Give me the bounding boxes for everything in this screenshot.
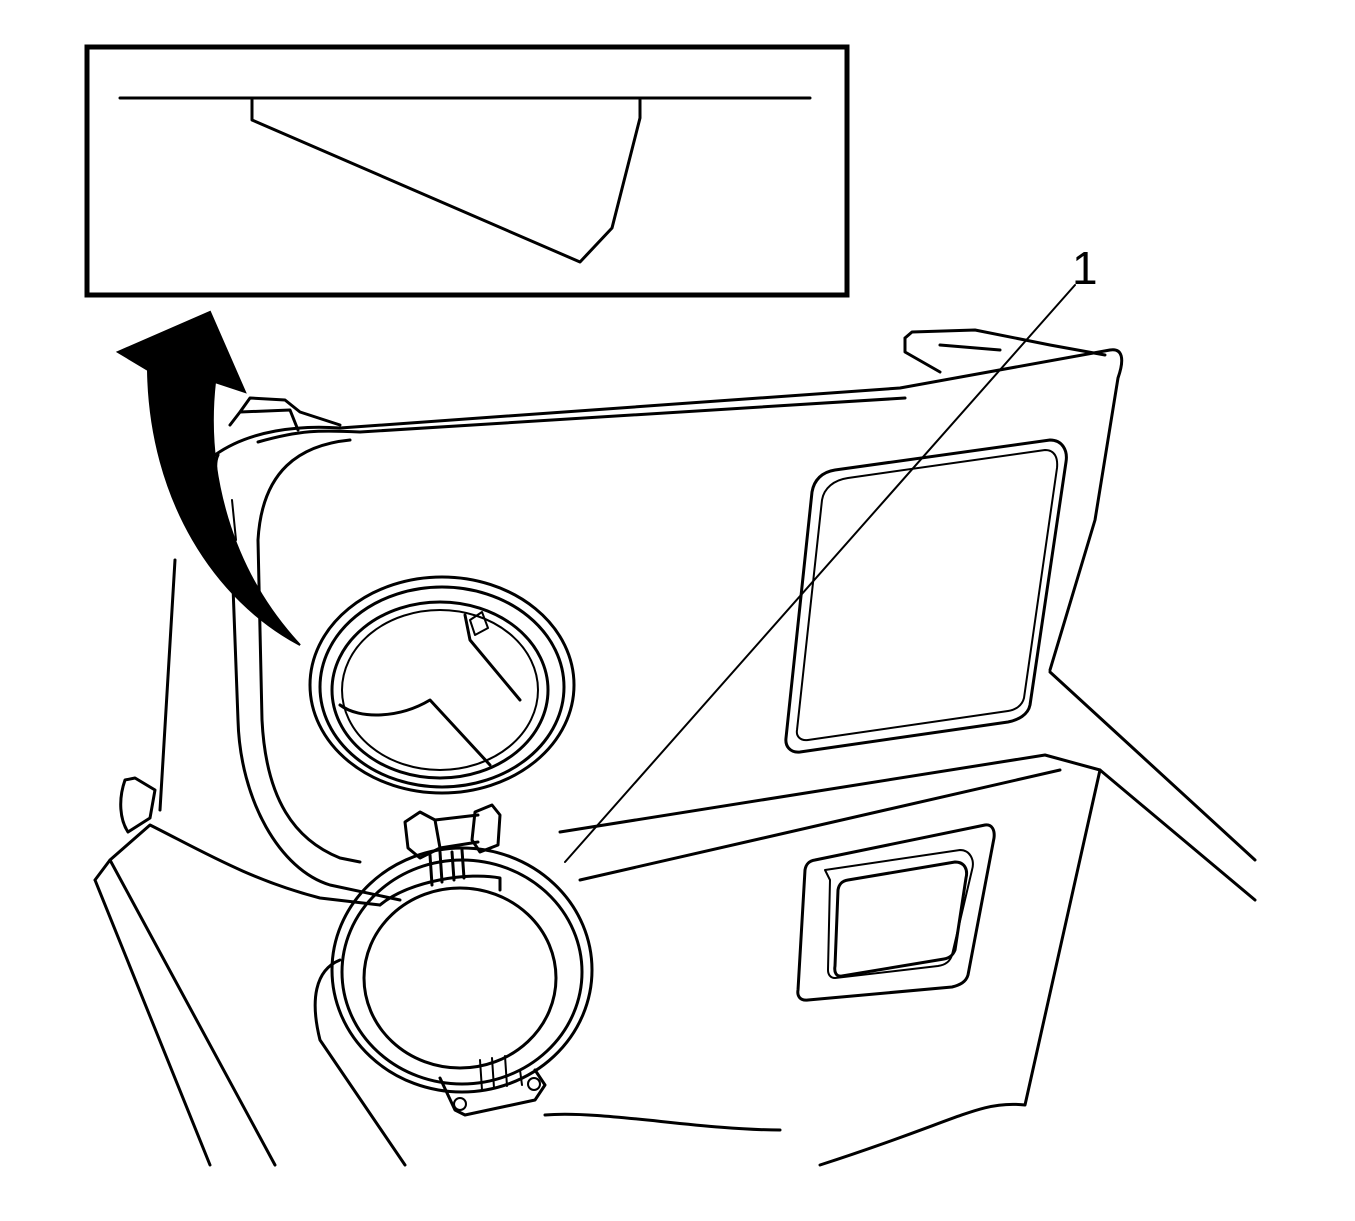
panel-top-edge	[213, 348, 1124, 672]
panel-side-edge	[1048, 670, 1257, 862]
panel-bottom-edge	[558, 753, 1257, 902]
hinge-right-knuckle	[470, 803, 502, 854]
console-right-edge	[818, 768, 1102, 1167]
console-front-lower	[543, 1112, 782, 1132]
callout-1-leader	[564, 284, 1076, 863]
panel-inner-top-edge	[256, 396, 907, 444]
panel-outer-left-curve	[214, 453, 402, 902]
socket-outer-ring-inner	[318, 585, 566, 789]
socket-key	[469, 611, 489, 636]
cover-outer-rim	[330, 846, 594, 1094]
cover-latch-knob	[527, 1077, 541, 1091]
socket-outer-ring	[308, 575, 576, 795]
pocket-mid	[824, 849, 974, 979]
console-left-tab	[119, 776, 157, 834]
power-outlet-socket	[308, 575, 576, 795]
callout-1-label: 1	[1072, 242, 1098, 294]
lower-console	[93, 558, 1102, 1167]
console-left-edges	[93, 558, 382, 1167]
panel-inner-left-curve	[256, 438, 362, 864]
panel-hidden-edge	[231, 499, 237, 661]
socket-bore	[341, 609, 539, 771]
removal-arrow-icon	[115, 310, 301, 646]
recess-inner	[795, 449, 1059, 742]
panel-recess	[784, 438, 1068, 754]
cover-disc	[362, 886, 558, 1070]
detail-clip-profile	[250, 98, 642, 264]
panel-lower-edge	[578, 768, 1062, 882]
hinge-pin	[428, 813, 480, 887]
trim-panel	[213, 328, 1257, 902]
pocket-outer	[796, 823, 996, 1002]
cover-latch-knob-left	[453, 1097, 467, 1111]
cover-hinge	[403, 803, 502, 887]
cover-top-lip	[378, 874, 502, 907]
socket-inner-contact	[338, 698, 492, 767]
cover-latch-tab	[438, 1068, 547, 1117]
socket-bezel	[330, 600, 550, 780]
panel-top-tab-right	[903, 328, 1107, 374]
outlet-cover	[330, 846, 594, 1117]
detail-inset	[84, 44, 850, 298]
recess-outer	[784, 438, 1068, 754]
cover-rim-inner	[340, 858, 584, 1086]
panel-top-tab-left	[228, 396, 342, 432]
pocket-opening	[833, 860, 969, 978]
cover-latch-ribs	[479, 1055, 523, 1091]
detail-inset-frame	[84, 44, 850, 298]
socket-inner-edge	[463, 613, 522, 702]
callout-1: 1	[564, 242, 1098, 863]
